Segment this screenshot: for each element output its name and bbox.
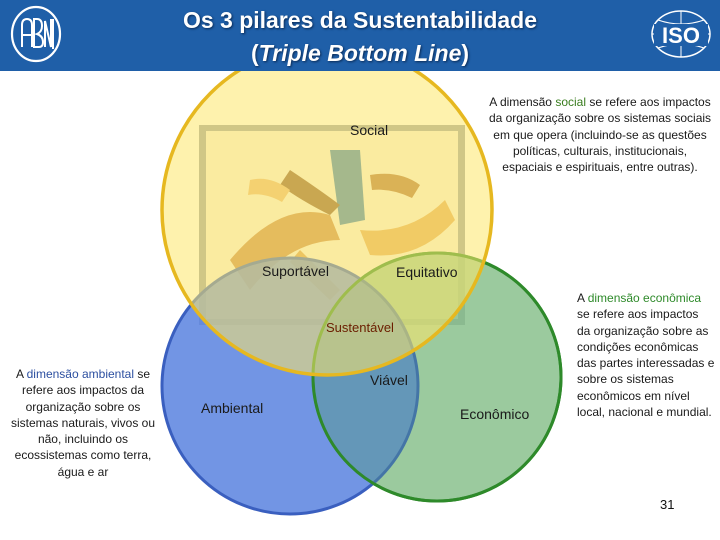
sustentavel-label: Sustentável (326, 320, 394, 335)
abnt-logo (6, 3, 66, 70)
viavel-label: Viável (370, 372, 408, 388)
social-description: A dimensão social se refere aos impactos… (488, 95, 712, 175)
ambiental-label: Ambiental (201, 400, 264, 416)
iso-logo: ISO (648, 8, 714, 65)
equitativo-label: Equitativo (396, 264, 458, 280)
ambiental-description: A dimensão ambiental se refere aos impac… (10, 367, 156, 479)
economica-description: A dimensão econômica se refere aos impac… (577, 291, 715, 420)
svg-text:ISO: ISO (662, 23, 700, 48)
social-label: Social (350, 122, 389, 138)
social-circle (160, 71, 494, 377)
header-bar: Os 3 pilares da Sustentabilidade (Triple… (0, 0, 720, 71)
economico-label: Econômico (460, 406, 530, 422)
slide-title-line1: Os 3 pilares da Sustentabilidade (182, 7, 538, 33)
slide-title-line2: (Triple Bottom Line) (250, 40, 470, 66)
venn-diagram (160, 71, 563, 516)
suportavel-label: Suportável (262, 263, 329, 279)
page-number: 31 (660, 497, 675, 512)
